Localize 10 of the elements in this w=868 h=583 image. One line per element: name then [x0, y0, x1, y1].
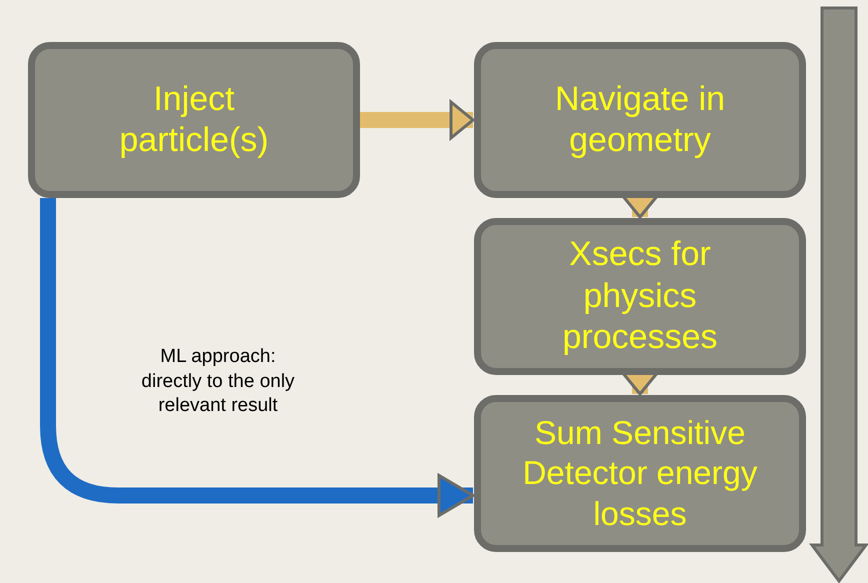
box-label: Inject particle(s): [118, 78, 270, 161]
process-box: [474, 42, 806, 198]
box-label: Navigate in geometry: [554, 78, 726, 161]
process-box: [474, 218, 806, 375]
arrow: [40, 198, 474, 517]
box-label: Xsecs for physics processes: [562, 234, 718, 358]
process-box: [28, 42, 360, 198]
box-label: Sum Sensitive Detector energy losses: [522, 413, 758, 534]
arrow: [360, 100, 474, 140]
process-box: [474, 395, 806, 552]
